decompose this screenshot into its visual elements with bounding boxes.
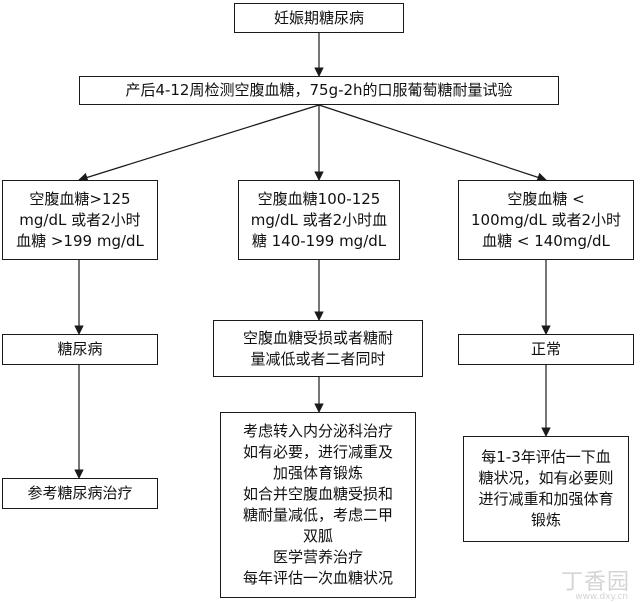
right-criteria-box: 空腹血糖 < 100mg/dL 或者2小时 血糖 < 140mg/dL [458,180,634,260]
right-result-box: 正常 [458,334,634,365]
arrow-test-to-right [318,104,547,182]
middle-criteria-box: 空腹血糖100-125 mg/dL 或者2小时血 糖 140-199 mg/dL [238,180,400,260]
right-action-line: 每1-3年评估一下血 [481,448,611,466]
middle-action-line: 考虑转入内分泌科治疗 [242,422,393,440]
middle-result-line: 量减低或者二者同时 [250,349,386,368]
watermark-logo: 丁香园 [560,570,630,595]
arrow-test-to-left [78,104,320,183]
middle-action-line: 糖耐量减低，考虑二甲 [242,506,393,524]
title-box: 妊娠期糖尿病 [234,3,404,33]
right-action-line: 糖状况，如有必要则 [478,469,614,487]
middle-action-line: 双胍 [302,527,333,545]
left-criteria-line: 血糖 >199 mg/dL [16,231,144,250]
left-action-text: 参考糖尿病治疗 [27,484,133,502]
middle-action-line: 加强体育锻炼 [272,464,363,482]
middle-action-box: 考虑转入内分泌科治疗 如有必要，进行减重及 加强体育锻炼 如合并空腹血糖受损和 … [220,412,416,598]
test-box: 产后4-12周检测空腹血糖，75g-2h的口服葡萄糖耐量试验 [79,76,559,105]
left-result-box: 糖尿病 [2,334,158,365]
middle-action-line: 如有必要，进行减重及 [242,443,393,461]
middle-action-line: 每年评估一次血糖状况 [242,569,393,587]
middle-action-line: 如合并空腹血糖受损和 [242,485,393,503]
left-action-box: 参考糖尿病治疗 [2,478,158,509]
middle-criteria-line: 空腹血糖100-125 [257,189,381,208]
right-action-box: 每1-3年评估一下血 糖状况，如有必要则 进行减重和加强体育 锻炼 [463,436,629,542]
test-text: 产后4-12周检测空腹血糖，75g-2h的口服葡萄糖耐量试验 [125,81,513,99]
middle-result-line: 空腹血糖受损或者糖耐 [242,328,393,347]
right-criteria-line: 空腹血糖 < [507,189,585,208]
right-action-line: 进行减重和加强体育 [478,490,614,508]
middle-criteria-line: 糖 140-199 mg/dL [251,231,387,250]
right-criteria-line: 血糖 < 140mg/dL [482,231,610,250]
title-text: 妊娠期糖尿病 [273,8,364,27]
middle-result-box: 空腹血糖受损或者糖耐 量减低或者二者同时 [213,320,423,377]
left-criteria-line: mg/dL 或者2小时 [19,210,141,229]
right-criteria-line: 100mg/dL 或者2小时 [470,210,621,229]
left-result-text: 糖尿病 [57,340,103,358]
watermark-url: www.dxy.cn [575,592,628,602]
left-criteria-line: 空腹血糖>125 [29,189,131,208]
right-result-text: 正常 [530,340,561,358]
right-action-line: 锻炼 [530,511,561,529]
middle-criteria-line: mg/dL 或者2小时血 [250,210,388,229]
middle-action-line: 医学营养治疗 [272,548,363,566]
left-criteria-box: 空腹血糖>125 mg/dL 或者2小时 血糖 >199 mg/dL [2,180,158,260]
